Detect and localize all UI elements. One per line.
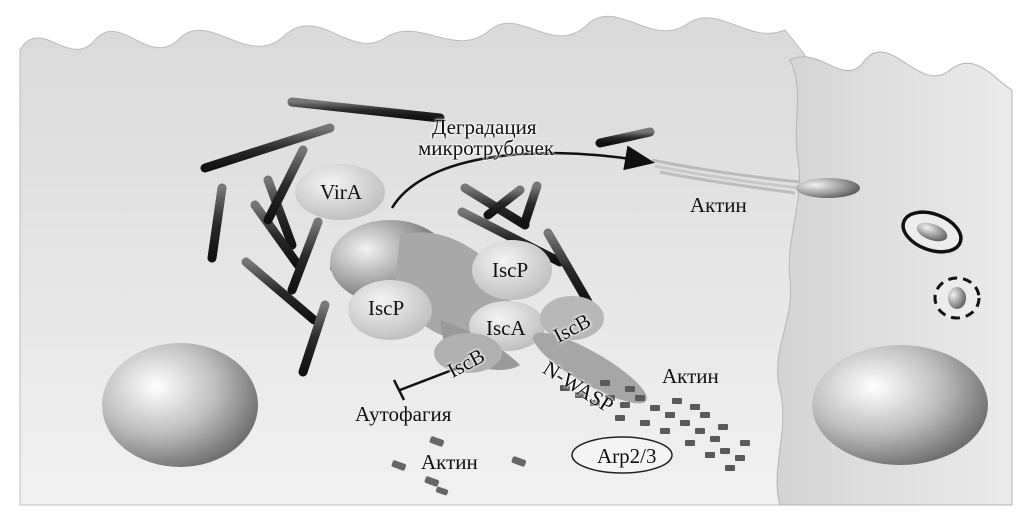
label-actin-right: Актин bbox=[690, 195, 747, 216]
label-actin-middle: Актин bbox=[662, 366, 719, 387]
nucleus-left bbox=[102, 343, 258, 467]
label-isca: IscA bbox=[486, 318, 526, 339]
label-degradation-line2: микротрубочек bbox=[418, 138, 554, 159]
label-iscp-left: IscP bbox=[368, 298, 404, 319]
nucleus-right bbox=[812, 345, 988, 465]
label-actin-bottom: Актин bbox=[421, 452, 478, 473]
label-vira: VirA bbox=[320, 182, 362, 203]
label-iscp-upper: IscP bbox=[492, 260, 528, 281]
label-autophagy: Аутофагия bbox=[355, 404, 451, 425]
label-arp23: Arp2/3 bbox=[597, 446, 657, 467]
vacuole-dashed bbox=[935, 278, 979, 318]
label-degradation-line1: Деградация bbox=[432, 117, 536, 138]
